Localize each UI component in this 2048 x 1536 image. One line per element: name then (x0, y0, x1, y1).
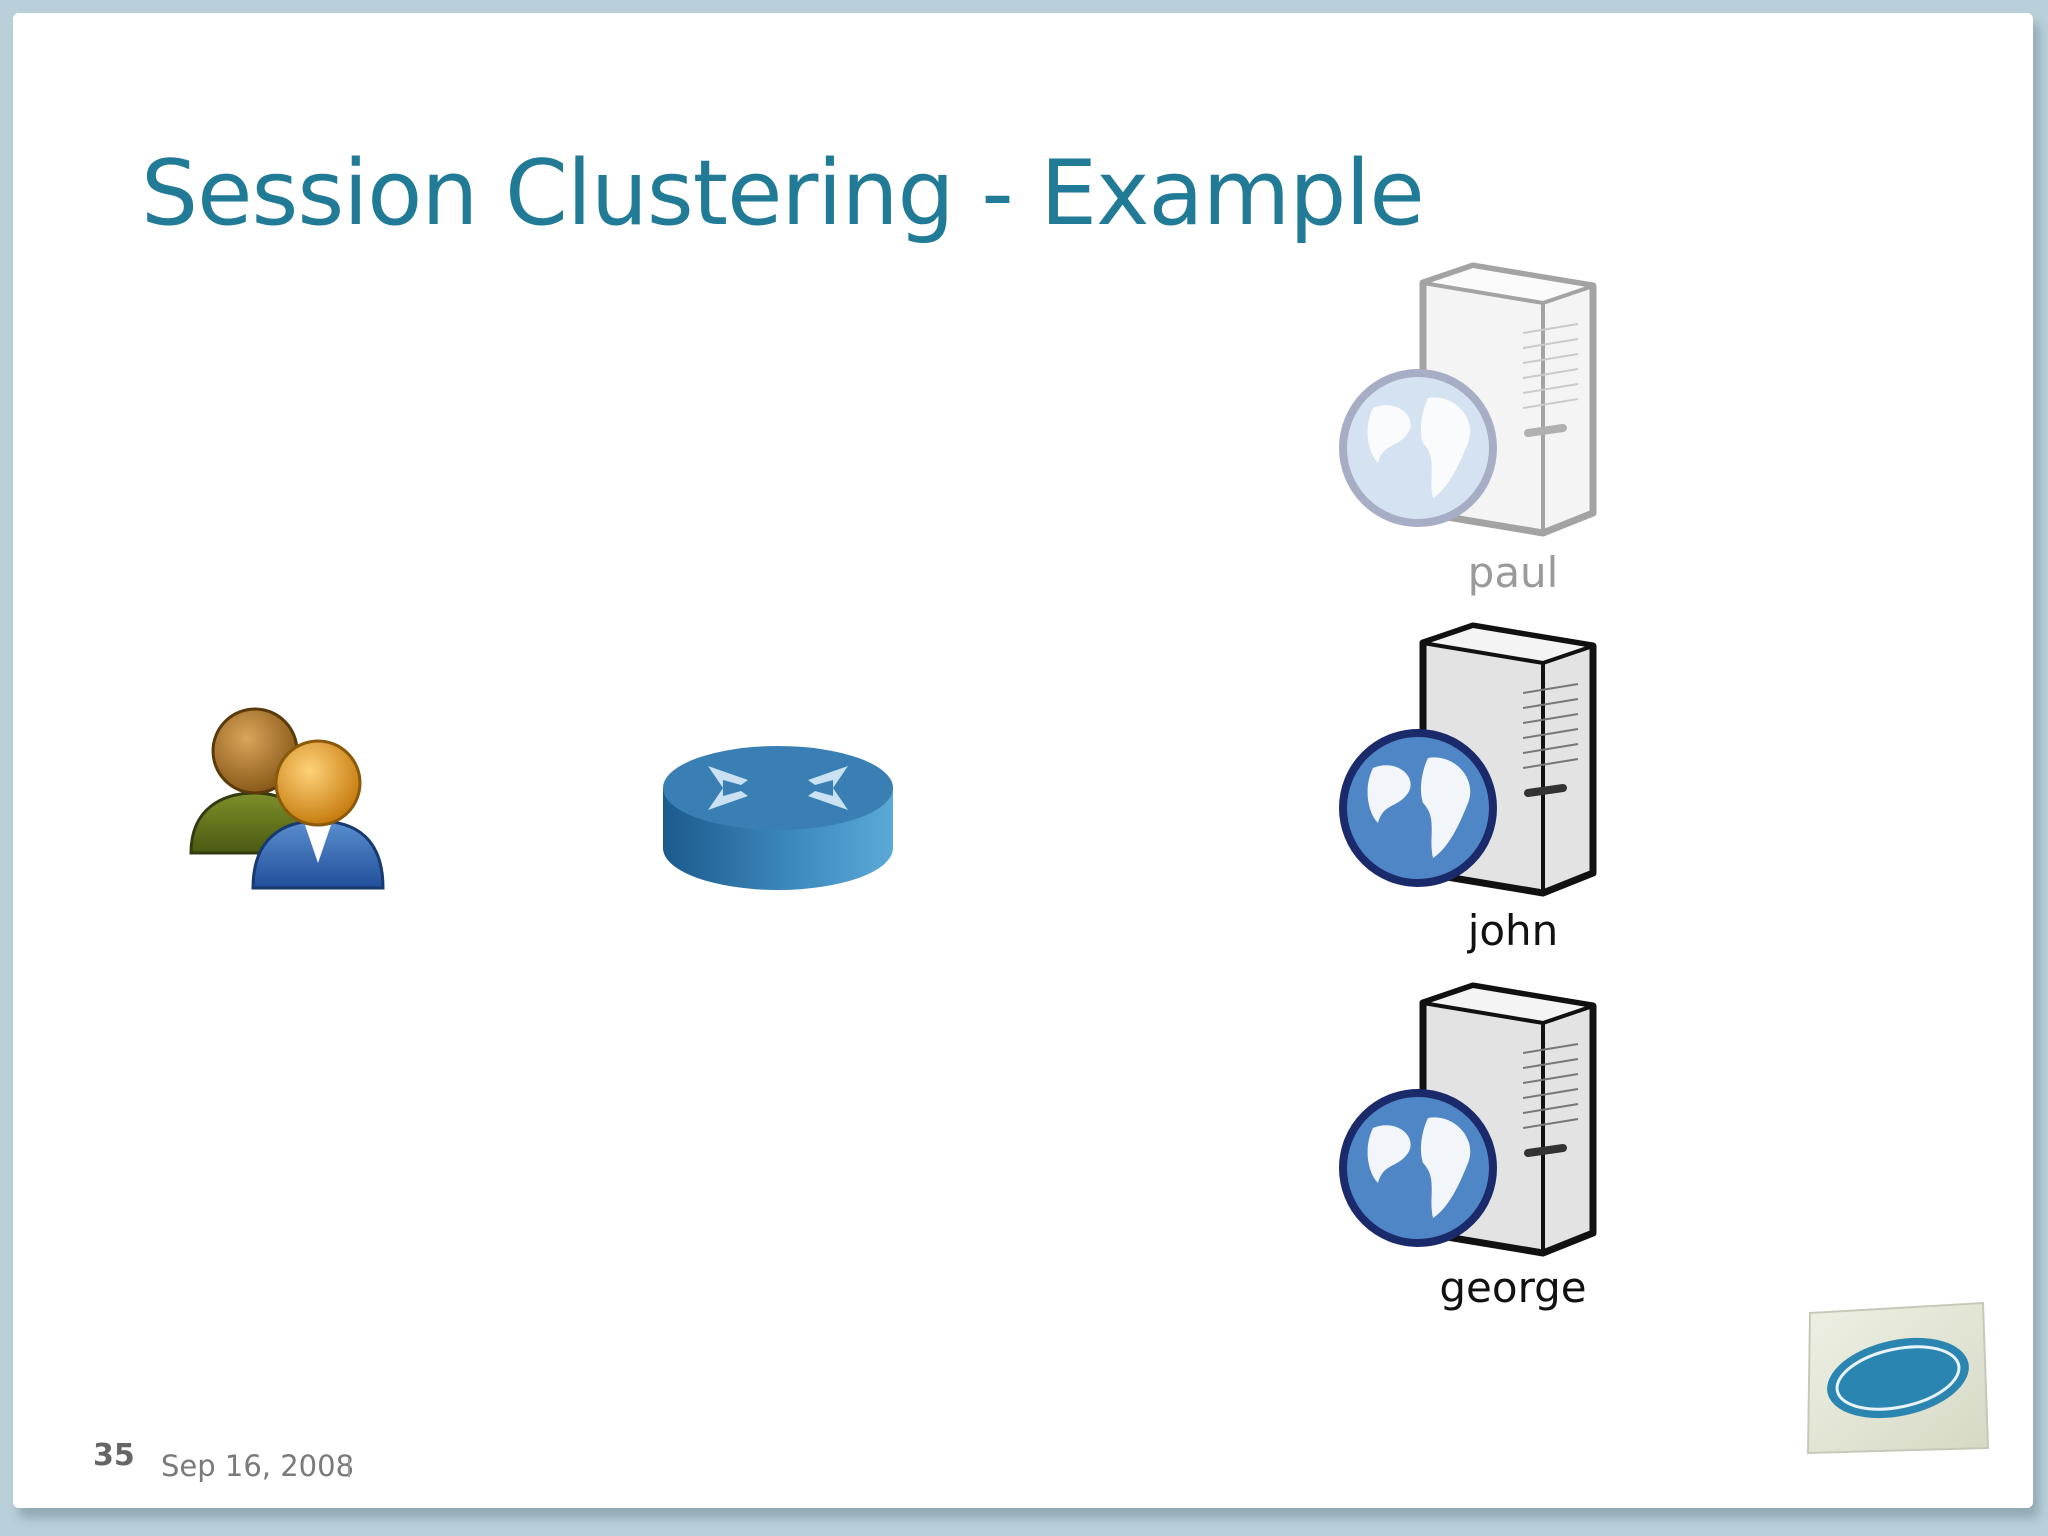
server-label-john: john (1467, 906, 1559, 955)
router-icon (663, 746, 893, 890)
server-label-george: george (1439, 1263, 1587, 1312)
server-globe-icon (1339, 622, 1597, 897)
users-icon (189, 707, 385, 890)
server-globe-icon (1339, 982, 1597, 1257)
server-label-paul: paul (1467, 548, 1559, 597)
slide: Session Clustering - Example (13, 13, 2033, 1508)
slide-date: Sep 16, 2008 (161, 1449, 355, 1483)
server-globe-icon (1339, 262, 1597, 537)
footer-divider (348, 1459, 350, 1477)
php-logo-icon (1806, 1301, 1990, 1455)
slide-number: 35 (93, 1438, 135, 1473)
slide-title: Session Clustering - Example (141, 141, 1425, 246)
